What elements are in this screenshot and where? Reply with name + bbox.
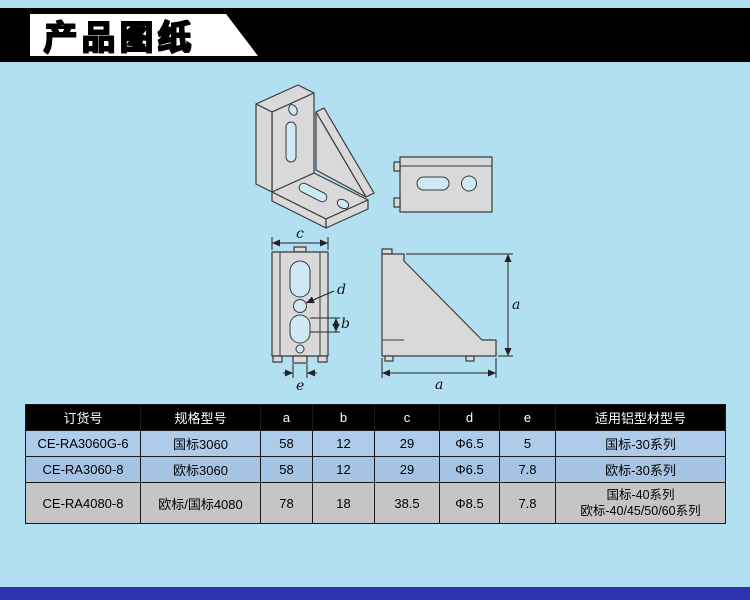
cell-a: 58 (260, 456, 313, 483)
front-view: c d b e (271, 226, 350, 394)
cell-spec-model: 欧标3060 (140, 456, 261, 483)
cell-c: 38.5 (374, 482, 440, 524)
cell-a: 58 (260, 430, 313, 457)
table-row: CE-RA3060-8 欧标3060 58 12 29 Φ6.5 7.8 欧标-… (25, 456, 726, 483)
side-view: a a (381, 248, 520, 393)
dim-label-a-vertical: a (512, 297, 520, 313)
cell-c: 29 (374, 430, 440, 457)
cell-spec-model: 国标3060 (140, 430, 261, 457)
cell-profile: 欧标-30系列 (555, 456, 726, 483)
col-header-spec-model: 规格型号 (140, 404, 261, 431)
top-view (393, 156, 493, 213)
cell-e: 7.8 (499, 456, 556, 483)
cell-e: 7.8 (499, 482, 556, 524)
dim-label-a-horizontal: a (435, 377, 443, 393)
cell-profile: 国标-30系列 (555, 430, 726, 457)
technical-drawing: c d b e a (255, 84, 520, 394)
cell-order-no: CE-RA3060-8 (25, 456, 141, 483)
table-header-row: 订货号 规格型号 a b c d e 适用铝型材型号 (25, 404, 726, 431)
cell-order-no: CE-RA3060G-6 (25, 430, 141, 457)
title-plate: 产品图纸 (30, 14, 258, 56)
col-header-order-no: 订货号 (25, 404, 141, 431)
cell-order-no: CE-RA4080-8 (25, 482, 141, 524)
cell-d: Φ8.5 (439, 482, 500, 524)
cell-e: 5 (499, 430, 556, 457)
col-header-profile: 适用铝型材型号 (555, 404, 726, 431)
cell-c: 29 (374, 456, 440, 483)
cell-b: 12 (312, 430, 375, 457)
spec-table: 订货号 规格型号 a b c d e 适用铝型材型号 CE-RA3060G-6 … (25, 404, 726, 524)
col-header-e: e (499, 404, 556, 431)
cell-d: Φ6.5 (439, 430, 500, 457)
dim-label-e: e (296, 378, 304, 394)
cell-a: 78 (260, 482, 313, 524)
col-header-a: a (260, 404, 313, 431)
col-header-d: d (439, 404, 500, 431)
table-row: CE-RA3060G-6 国标3060 58 12 29 Φ6.5 5 国标-3… (25, 430, 726, 457)
isometric-view (255, 84, 375, 229)
dim-label-b: b (341, 316, 350, 332)
table-row: CE-RA4080-8 欧标/国标4080 78 18 38.5 Φ8.5 7.… (25, 482, 726, 524)
col-header-c: c (374, 404, 440, 431)
cell-spec-model: 欧标/国标4080 (140, 482, 261, 524)
page-title: 产品图纸 (43, 18, 196, 56)
bottom-accent-bar (0, 587, 750, 600)
cell-b: 18 (312, 482, 375, 524)
dim-label-d: d (337, 282, 346, 298)
cell-b: 12 (312, 456, 375, 483)
cell-d: Φ6.5 (439, 456, 500, 483)
spec-table-container: 订货号 规格型号 a b c d e 适用铝型材型号 CE-RA3060G-6 … (25, 404, 726, 524)
title-banner: 产品图纸 (0, 8, 750, 62)
dim-label-c: c (296, 226, 304, 242)
col-header-b: b (312, 404, 375, 431)
cell-profile: 国标-40系列 欧标-40/45/50/60系列 (555, 482, 726, 524)
